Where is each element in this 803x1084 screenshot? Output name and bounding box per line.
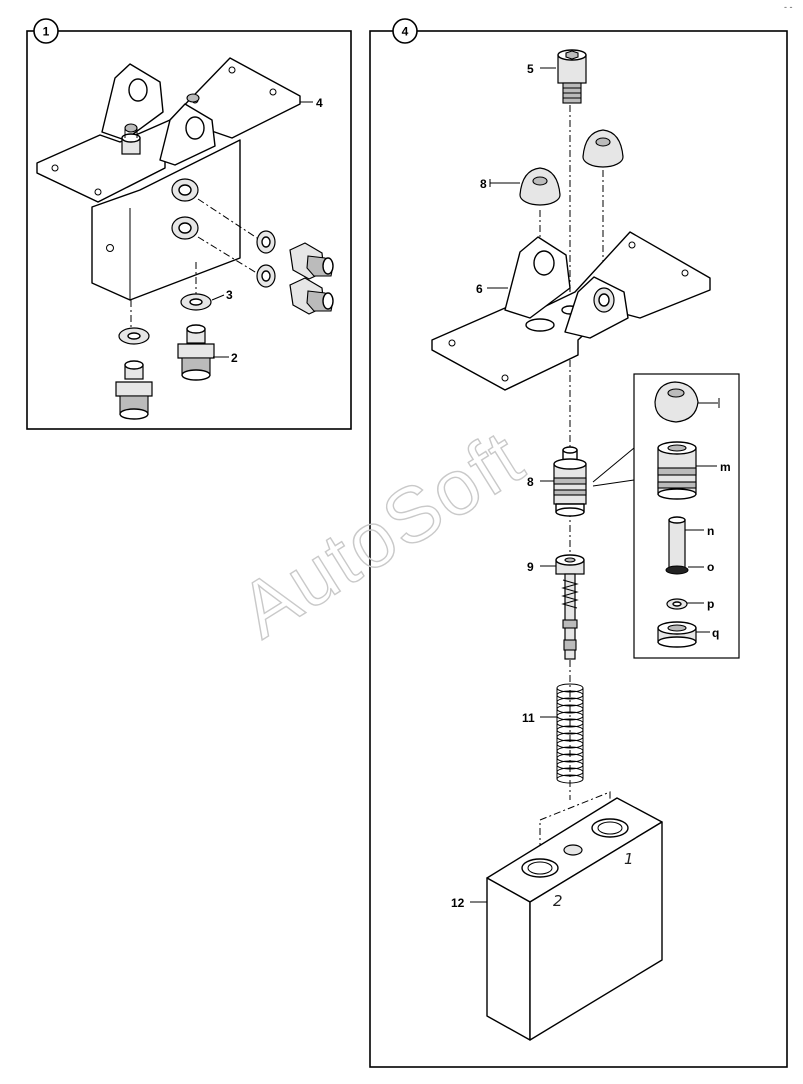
callout-p1-washer: 3 bbox=[226, 288, 233, 302]
detail-body bbox=[657, 441, 697, 500]
p1-fitting-right bbox=[177, 324, 215, 381]
panel-1-badge: 1 bbox=[33, 18, 59, 44]
p4-screw bbox=[557, 49, 587, 104]
callout-p4-valve: 8 bbox=[527, 475, 534, 489]
detail-pin bbox=[668, 516, 686, 569]
p4-cap-right bbox=[582, 129, 624, 168]
detail-washer bbox=[666, 598, 688, 610]
p1-bottom-washer-left bbox=[118, 327, 150, 345]
p4-stem bbox=[561, 573, 579, 660]
p1-bracket-plate bbox=[36, 57, 301, 203]
callout-p4-block: 12 bbox=[451, 896, 465, 910]
callout-p4-screw: 5 bbox=[527, 62, 534, 76]
p4-seat bbox=[555, 554, 585, 575]
p4-valve-cartridge bbox=[553, 446, 587, 517]
detail-callout-washer: p bbox=[707, 597, 714, 611]
svg-text:4: 4 bbox=[402, 25, 409, 39]
detail-ring bbox=[657, 621, 697, 648]
panel-4-badge: 4 bbox=[392, 18, 418, 44]
panel-4-assembly: 5 8 bbox=[431, 49, 711, 1041]
p4-bracket bbox=[431, 231, 711, 391]
callout-p4-spring: 11 bbox=[522, 711, 535, 725]
port-mark-2: 2 bbox=[553, 892, 563, 910]
panel-1-frame bbox=[26, 30, 352, 430]
panel-4-frame bbox=[369, 30, 788, 1068]
callout-p1-fitting: 2 bbox=[231, 351, 238, 365]
panel-1-assembly: 4 2 3 bbox=[36, 57, 334, 420]
p1-valve-body bbox=[91, 139, 241, 301]
p1-fitting-left bbox=[115, 360, 153, 420]
callout-p1-bracket: 4 bbox=[316, 96, 323, 110]
port-mark-1: 1 bbox=[624, 850, 634, 868]
detail-callout-pin: n bbox=[707, 524, 714, 538]
detail-oring bbox=[665, 565, 689, 575]
p1-bottom-washer-right bbox=[180, 293, 212, 311]
p4-spring bbox=[556, 683, 584, 784]
detail-cap bbox=[654, 381, 699, 423]
callout-p4-cap: 8 bbox=[480, 177, 487, 191]
detail-callout-body: m bbox=[720, 460, 731, 474]
detail-callout-oring: o bbox=[707, 560, 714, 574]
p4-cap-left bbox=[519, 167, 561, 206]
p4-block: 2 1 bbox=[486, 797, 663, 1041]
p1-side-washer-lower bbox=[256, 264, 276, 288]
svg-text:1: 1 bbox=[43, 25, 50, 39]
p1-side-washer-upper bbox=[256, 230, 276, 254]
callout-p4-bracket: 6 bbox=[476, 282, 483, 296]
p1-side-fitting-lower bbox=[289, 277, 334, 315]
p1-side-fitting-upper bbox=[289, 242, 334, 280]
watermark: AutoSoft bbox=[224, 413, 538, 655]
corner-mark: - - bbox=[784, 2, 793, 12]
callout-p4-seat: 9 bbox=[527, 560, 534, 574]
detail-callout-ring: q bbox=[712, 626, 719, 640]
detail-inset: m n o p q bbox=[633, 373, 740, 659]
